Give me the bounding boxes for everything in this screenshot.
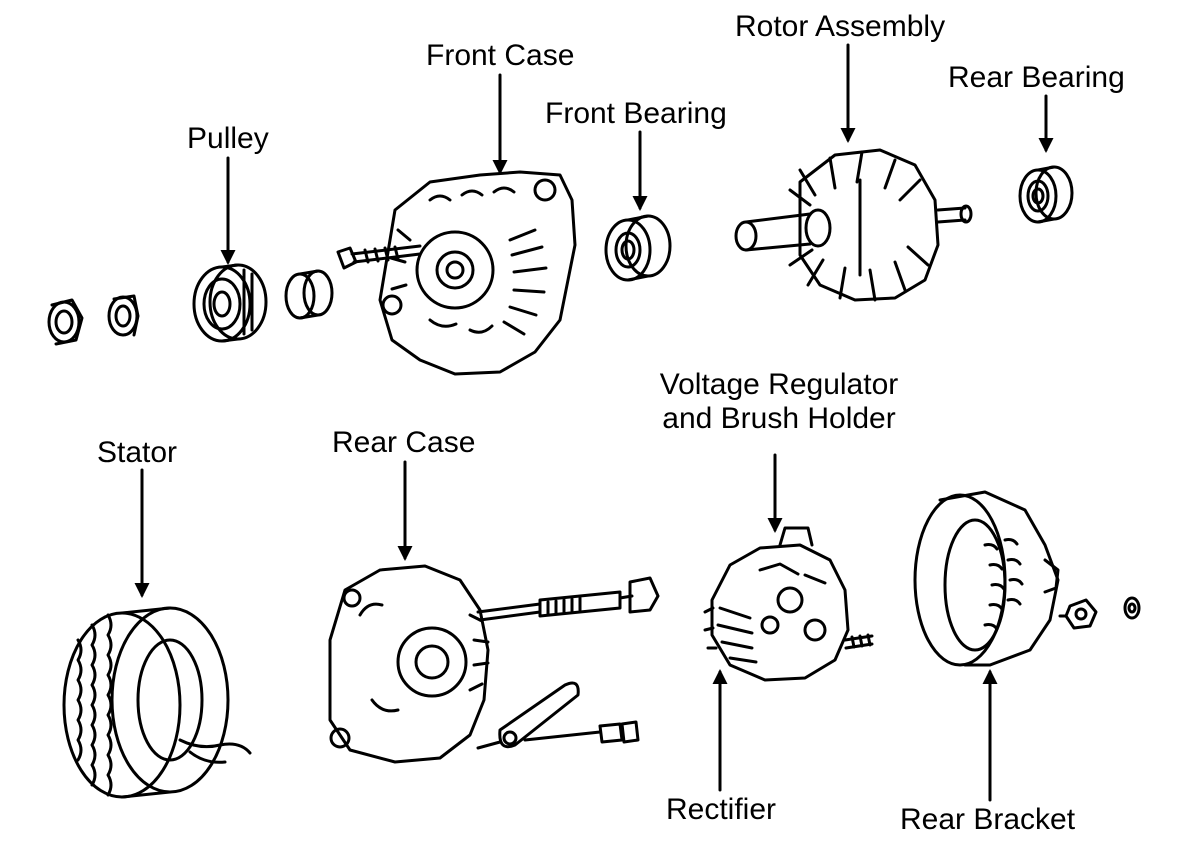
front-case-label: Front Case (426, 39, 575, 72)
pulley-label: Pulley (187, 122, 269, 155)
voltage-regulator-label: Voltage Regulator and Brush Holder (640, 370, 918, 434)
stator-label: Stator (97, 436, 178, 469)
rotor-assembly-label: Rotor Assembly (735, 10, 946, 43)
rear-case-drawing (328, 564, 660, 764)
voltage-regulator-label-line2: and Brush Holder (662, 402, 896, 435)
rear-bracket-label: Rear Bracket (900, 803, 1076, 836)
rotor-assembly-drawing (734, 148, 973, 302)
rear-bearing-label: Rear Bearing (948, 61, 1125, 94)
front-bolt-drawing (336, 244, 422, 270)
stator-drawing (62, 606, 252, 799)
rear-bracket-drawing (913, 490, 1141, 667)
rectifier-label: Rectifier (666, 793, 777, 826)
washer-drawing (107, 294, 140, 337)
pulley-drawing (192, 263, 268, 343)
label-arrows (134, 43, 1054, 802)
rear-bearing-drawing (1018, 165, 1074, 224)
voltage-regulator-label-line1: Voltage Regulator (659, 368, 899, 401)
rear-case-label: Rear Case (332, 426, 476, 459)
front-case-drawing (378, 170, 577, 376)
nut-drawing (47, 298, 84, 346)
front-bearing-label: Front Bearing (545, 97, 727, 130)
front-bearing-drawing (604, 214, 672, 282)
regulator-rectifier-drawing (703, 526, 874, 682)
spacer-drawing (284, 269, 334, 320)
